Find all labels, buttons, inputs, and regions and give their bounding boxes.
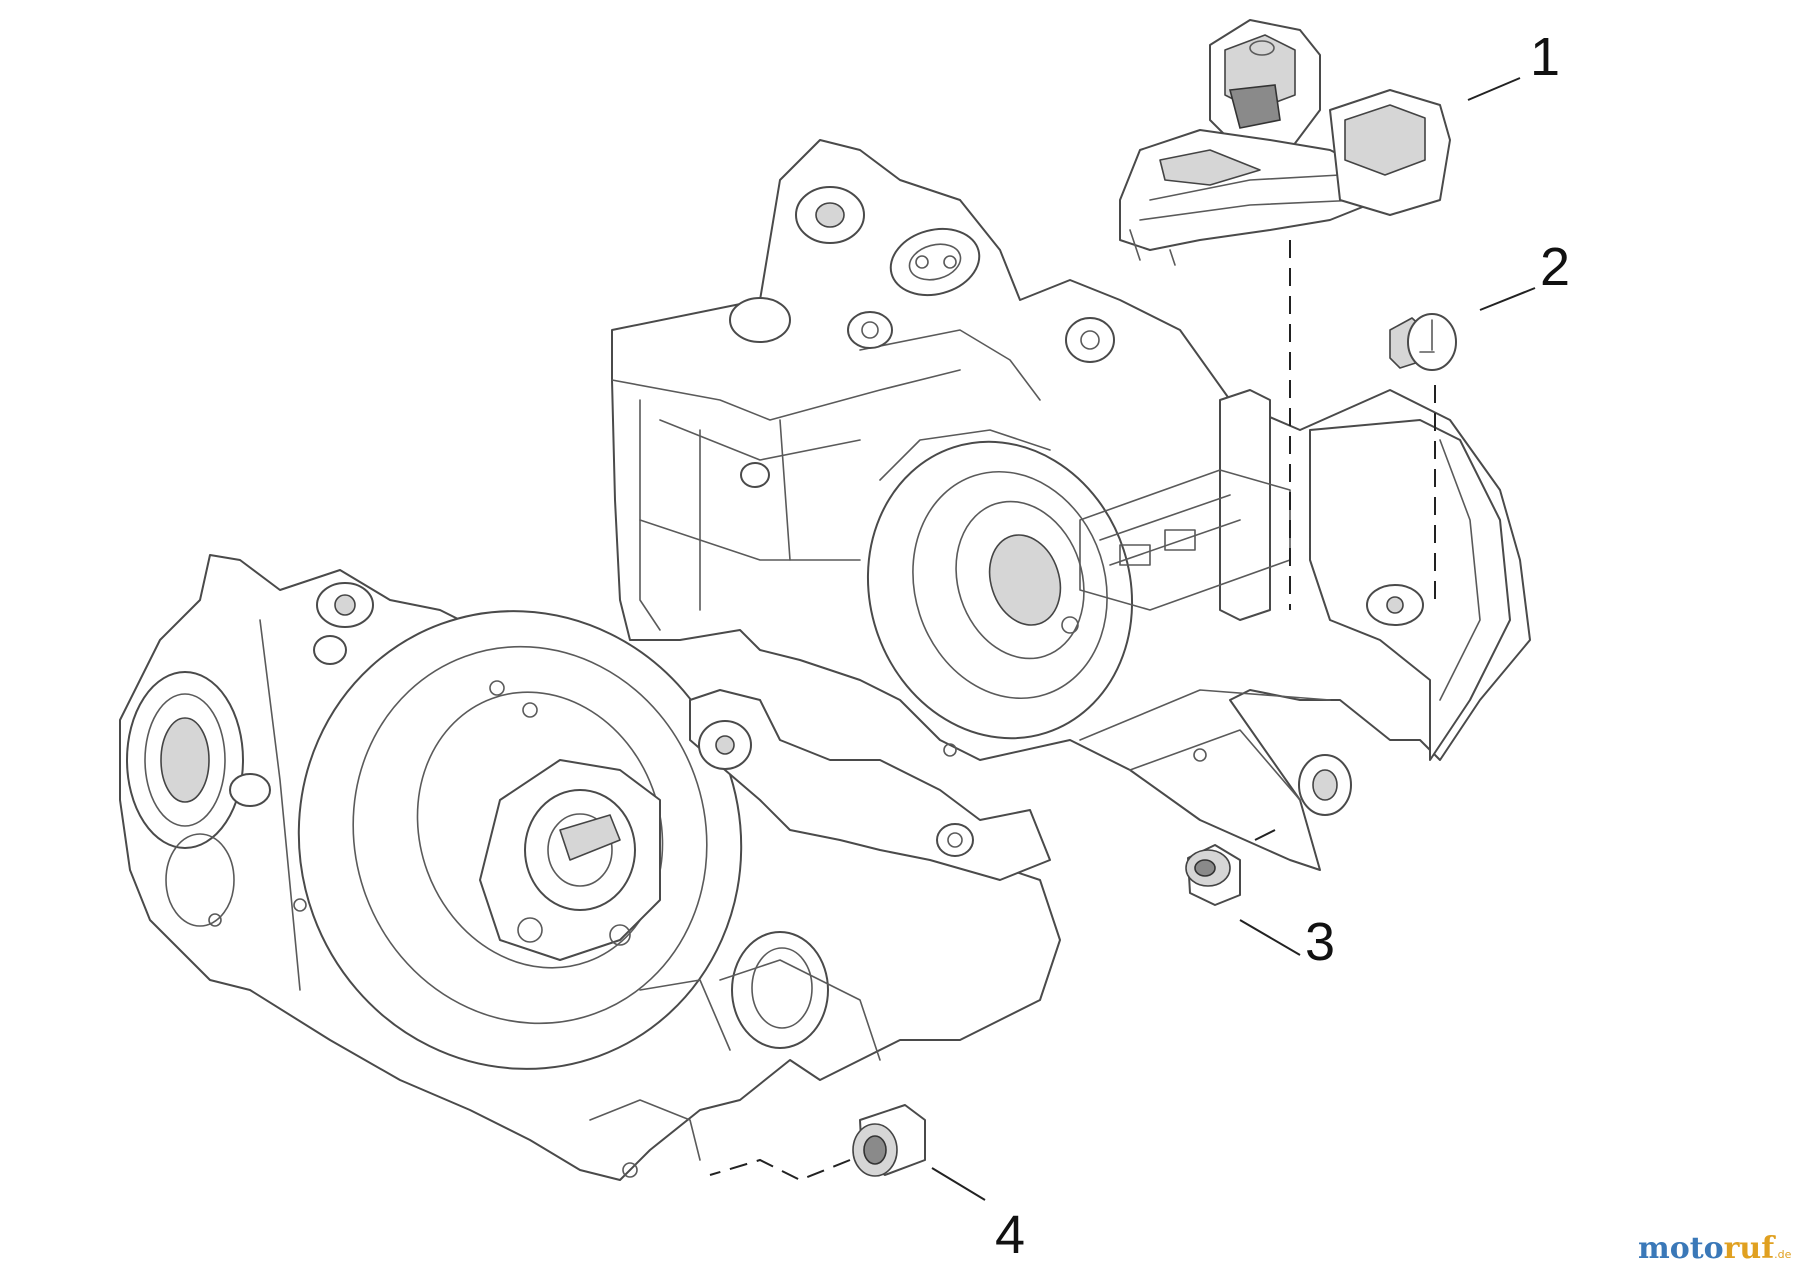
part-2-plug <box>1389 313 1457 371</box>
callout-1: 1 <box>1530 27 1560 87</box>
part-3-rubber-buffer <box>1185 844 1241 906</box>
watermark-logo: motoruf.de <box>1638 1231 1792 1266</box>
part-1-handle-bracket <box>1119 19 1451 266</box>
callout-2: 2 <box>1540 237 1570 297</box>
crankcase-upper-half <box>611 139 1531 871</box>
part-4-sleeve <box>852 1104 926 1177</box>
crankcase-lower-half <box>119 554 1061 1181</box>
watermark-text: motoruf.de <box>1638 1231 1792 1266</box>
callout-4: 4 <box>995 1205 1025 1265</box>
watermark-suffix: .de <box>1774 1248 1791 1261</box>
leader-lines <box>709 77 1536 1201</box>
callout-3: 3 <box>1305 912 1335 972</box>
